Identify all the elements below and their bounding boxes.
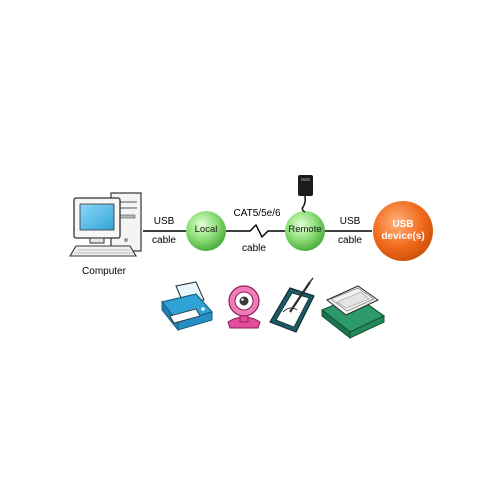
cat5-cable-line — [226, 223, 285, 239]
connection-lines — [143, 223, 372, 239]
local-node — [186, 211, 226, 251]
right-usb-cable-label-line2: cable — [338, 235, 362, 246]
cat5-cable-label-top: CAT5/5e/6 — [233, 208, 281, 219]
cat5-cable-label-bottom: cable — [242, 243, 266, 254]
scanner-icon — [320, 285, 386, 340]
remote-node-label: Remote — [288, 224, 322, 235]
computer-label: Computer — [82, 266, 126, 277]
power-adapter-icon — [298, 175, 313, 213]
usb-device-label-line2: device(s) — [381, 231, 425, 242]
usb-device-node — [373, 201, 433, 261]
printer-icon — [160, 281, 214, 332]
drawing-tablet-icon — [269, 277, 315, 333]
left-usb-cable-label-line2: cable — [152, 235, 176, 246]
usb-device-label-line1: USB — [392, 219, 414, 230]
computer-icon — [69, 192, 142, 257]
left-usb-cable-label-line1: USB — [153, 216, 175, 227]
local-node-label: Local — [194, 224, 218, 235]
remote-node — [285, 211, 325, 251]
right-usb-cable-label-line1: USB — [339, 216, 361, 227]
webcam-icon — [227, 285, 261, 329]
